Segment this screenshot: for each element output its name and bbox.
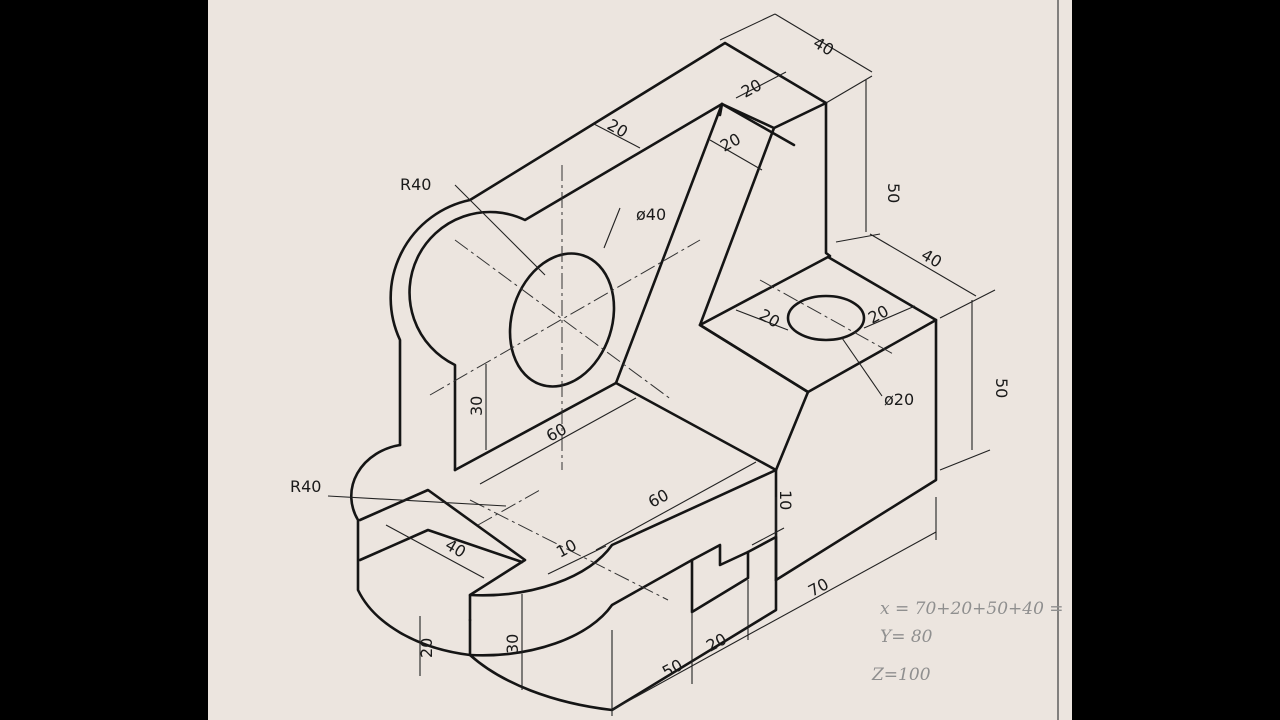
upright-inner-face: [408, 102, 796, 472]
dim-label: 60: [645, 485, 672, 511]
note-z: Z=100: [871, 665, 931, 685]
dim-label: 20: [865, 301, 892, 327]
hole-centerline-d2: [454, 239, 673, 401]
object-outline: [350, 41, 938, 712]
handwritten-notes: x = 70+20+50+40 = Y= 80 Z=100: [871, 599, 1064, 685]
right-block-edges: [614, 323, 810, 472]
dim-label: ø20: [884, 390, 914, 409]
web-left-face: [453, 102, 724, 472]
large-hole: [508, 252, 616, 388]
note-y: Y= 80: [880, 627, 933, 647]
dim-label: 10: [553, 535, 580, 561]
dim-label: 10: [776, 490, 795, 510]
dim-label: 20: [738, 75, 765, 101]
dim-label: 30: [467, 396, 486, 416]
base-centerline: [469, 499, 669, 601]
dim-label: 70: [805, 574, 832, 600]
small-hole-centerline: [759, 279, 896, 356]
dim-label: 50: [992, 378, 1011, 398]
dim-label: ø40: [636, 205, 666, 224]
note-x: x = 70+20+50+40 =: [880, 599, 1064, 619]
base-left-curve: [350, 443, 472, 657]
web-top: [720, 101, 828, 130]
dim-label: 20: [756, 305, 783, 332]
right-block-top: [698, 255, 938, 394]
base-notch: [690, 543, 750, 567]
dim-label: 20: [717, 129, 744, 155]
dimension-lines: [327, 13, 996, 716]
dim-label: R40: [290, 477, 321, 496]
dim-label: 50: [884, 183, 903, 203]
base-front-edge: [468, 535, 778, 657]
dim-label: 20: [417, 638, 436, 658]
web-slope: [698, 126, 776, 327]
dim-label: 40: [918, 245, 945, 272]
slot-floor: [358, 528, 524, 564]
dim-label: R40: [400, 175, 431, 194]
drawing-paper: [208, 0, 1072, 720]
base-bottom-edge: [468, 578, 778, 712]
dim-label: 30: [503, 634, 522, 654]
dim-label: 60: [543, 419, 570, 445]
base-centerline-cross: [477, 489, 541, 526]
small-hole: [786, 294, 866, 342]
base-top-edge: [468, 468, 778, 597]
hole-centerline-d1: [429, 239, 701, 396]
dim-label: 20: [604, 115, 631, 142]
center-lines: [429, 165, 896, 601]
